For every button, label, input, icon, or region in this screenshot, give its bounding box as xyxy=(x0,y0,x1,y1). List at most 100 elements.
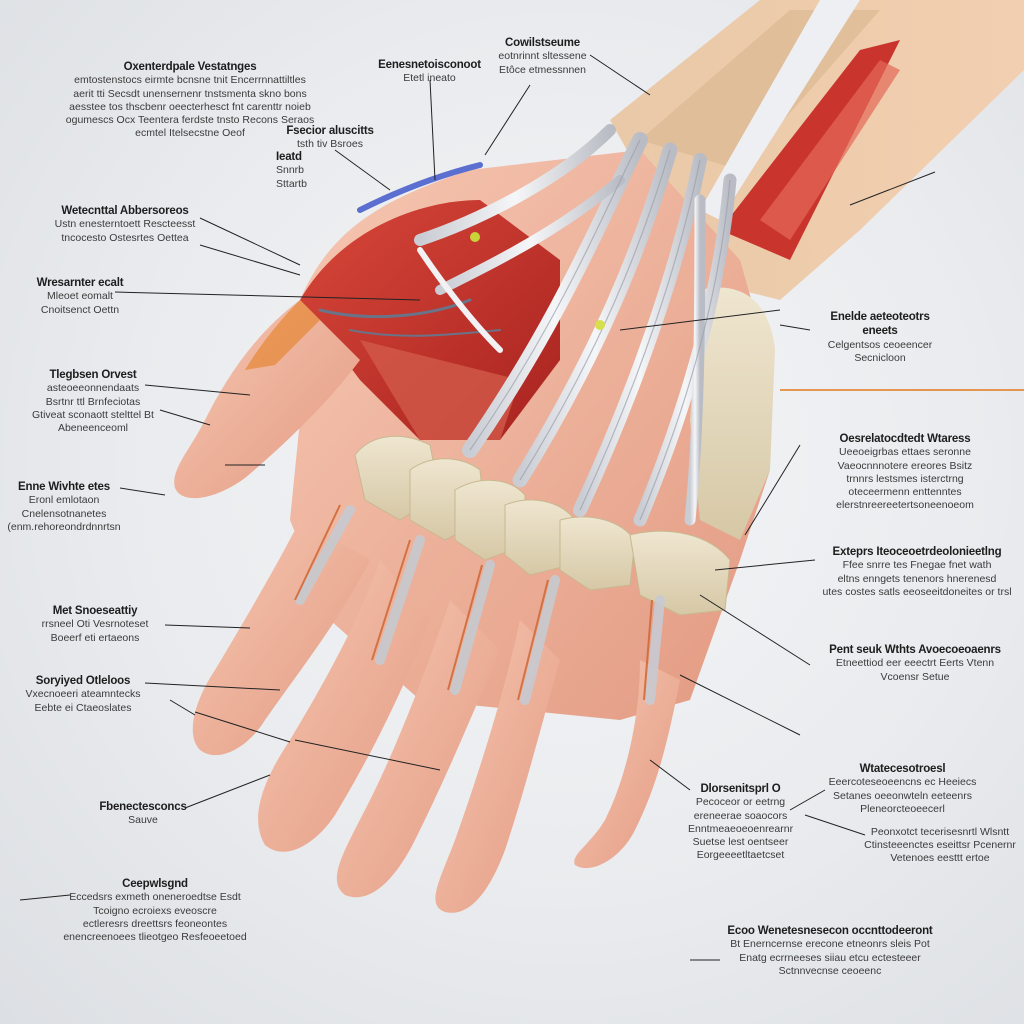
callout-line: Tcoigno ecroiexs eveoscre xyxy=(93,904,217,917)
callout-title: Tlegbsen Orvest xyxy=(49,369,137,381)
callout-line: Celgentsos ceoeencer Secnicloon xyxy=(827,338,933,364)
callout-l7: Fbenectesconcs Sauve xyxy=(98,800,188,828)
callout-line: Vxecnoeeri ateamntecks xyxy=(25,688,141,701)
callout-line: Enatg ecrrneeses siiau etcu ectesteeer xyxy=(739,951,921,964)
callout-line: Snnrb xyxy=(276,164,305,177)
callout-line: ogumescs Ocx Teentera ferdste tnsto Reco… xyxy=(65,113,315,126)
callout-title: Wresarnter ecalt xyxy=(36,277,124,289)
callout-title: Ecoo Wenetesnesecon occnttodeeront xyxy=(727,925,933,937)
thumb xyxy=(174,300,360,499)
callout-line: eotnrinnt sltessene xyxy=(498,50,587,63)
callout-line: oteceermenn enttenntes xyxy=(848,485,962,498)
callout-line: Setanes oeeonwteln eeteenrs xyxy=(833,789,972,802)
callout-line: Ustn enesterntoett Rescteesst xyxy=(54,218,196,231)
callout-l2: Wresarnter ecalt Mleoet eomalt Cnoitsenc… xyxy=(25,276,135,317)
callout-r7: Peonxotct tecerisesnrtl Wlsntt Ctinsteee… xyxy=(860,826,1020,865)
callout-line: elerstnreereetertsoneenoeom xyxy=(836,498,974,511)
callout-title: Dlorsenitsprl O xyxy=(700,783,781,795)
callout-tl1: Oxenterdpale Vestatnges emtostenstocs ei… xyxy=(40,60,340,140)
forearm xyxy=(610,0,1024,300)
callout-line: Enntmeaeoeoenrearnr xyxy=(688,822,794,835)
callout-line: Etneettiod eer eeectrt Eerts Vtenn xyxy=(835,657,995,670)
callout-title: Enelde aeteoteotrs eneets xyxy=(830,311,930,338)
callout-line: Etetl ineato xyxy=(403,72,456,85)
callout-line: utes costes satls eeoseeitdoneites or tr… xyxy=(822,585,1012,598)
callout-line: rrsneel Oti Vesrnoteset xyxy=(41,618,149,631)
callout-r1: Enelde aeteoteotrs eneets Celgentsos ceo… xyxy=(815,310,945,365)
callout-title: Met Snoeseattiy xyxy=(52,605,138,617)
callout-title: Pent seuk Wthts Avoecoeoaenrs xyxy=(829,644,1001,656)
callout-line: Peonxotct tecerisesnrtl Wlsntt xyxy=(870,826,1010,838)
callout-line: ereneerae soaocors xyxy=(693,809,788,822)
callout-line: Vetenoes eesttt ertoe xyxy=(890,852,990,865)
callout-line: Sauve xyxy=(128,814,158,827)
callout-line: Bt Enerncernse erecone etneonrs sleis Po… xyxy=(730,938,930,951)
callout-r5: Dlorsenitsprl O Pecoceor or eetrng erene… xyxy=(688,782,793,862)
callout-title: Soryiyed Otleloos xyxy=(35,675,131,687)
callout-tl3: Cowilstseume eotnrinnt sltessene Etôce e… xyxy=(495,36,590,77)
callout-line: emtostenstocs eirmte bcnsne tnit Encerrn… xyxy=(74,74,306,87)
callout-title: Fsecior aluscitts xyxy=(286,125,374,137)
callout-line: Etôce etmessnnen xyxy=(499,63,586,76)
callout-line: tsth tiv Bsroes xyxy=(297,138,363,151)
callout-tl4: Fsecior aluscitts tsth tiv Bsroes xyxy=(280,124,380,152)
callout-line: Mleoet eomalt xyxy=(47,290,113,303)
callout-line: trnnrs lestsmes isterctrng xyxy=(846,472,964,485)
callout-line: Eronl emlotaon xyxy=(28,494,100,507)
callout-r8: Ecoo Wenetesnesecon occnttodeeront Bt En… xyxy=(710,924,950,978)
callout-r3: Exteprs Iteoceoetrdeolonieetlng Ffee snr… xyxy=(812,545,1022,599)
forearm-tendon xyxy=(700,0,860,220)
callout-line: ecmtel Itelsecstne Oeof xyxy=(135,126,245,139)
callout-l1: Wetecnttal Abbersoreos Ustn enesterntoet… xyxy=(45,204,205,245)
knuckle-row xyxy=(354,435,731,616)
callout-title: Enne Wivhte etes xyxy=(18,481,110,493)
callout-l6: Soryiyed Otleloos Vxecnoeeri ateamntecks… xyxy=(18,674,148,715)
callout-tl5: Ieatd Snnrb Sttartb xyxy=(276,150,336,191)
callout-line: Eebte ei Ctaeoslates xyxy=(34,701,132,714)
callout-line: Abeneenceoml xyxy=(57,421,129,434)
callout-line: ectleresrs dreettsrs feoneontes xyxy=(82,917,228,930)
callout-line: aerit tti Secsdt unensernenr tnstsmenta … xyxy=(73,87,307,100)
callout-line: Vaeocnnnotere ereores Bsitz xyxy=(837,459,973,472)
finger-index xyxy=(192,520,370,756)
callout-line: Pleneorcteoeecerl xyxy=(860,802,945,815)
finger-fifth xyxy=(574,660,680,869)
callout-line: Cnelensotnanetes xyxy=(21,507,107,520)
callout-line: Eorgeeeetltaetcset xyxy=(696,848,785,861)
callout-title: Wetecnttal Abbersoreos xyxy=(61,205,189,217)
callout-line: Bsrtnr ttl Brnfeciotas xyxy=(45,395,141,408)
ulnar-bone xyxy=(690,287,775,540)
callout-line: Ueeoeigrbas ettaes seronne xyxy=(839,446,971,459)
callout-line: Eeercoteseoeencns ec Heeiecs xyxy=(828,776,977,789)
callout-r6: Wtatecesotroesl Eeercoteseoeencns ec Hee… xyxy=(820,762,985,816)
callout-title: Oesrelatocdtedt Wtaress xyxy=(839,433,971,445)
callout-l5: Met Snoeseattiy rrsneel Oti Vesrnoteset … xyxy=(20,604,170,645)
vessels xyxy=(318,162,605,353)
digital-structures xyxy=(295,505,665,705)
callout-line: Sctnnvecnse ceoeenc xyxy=(778,964,882,977)
callout-line: (enm.rehoreondrdnnrtsn xyxy=(7,520,121,533)
callout-line: Eccedsrs exmeth oneneroedtse Esdt xyxy=(69,891,241,904)
callout-r2: Oesrelatocdtedt Wtaress Ueeoeigrbas etta… xyxy=(815,432,995,512)
callout-line: Ffee snrre tes Fnegae fnet wath xyxy=(842,559,992,572)
callout-line: Pecoceor or eetrng xyxy=(695,796,786,809)
callout-line: asteoeeonnendaats xyxy=(46,382,140,395)
callout-title: Eenesnetoisconoot xyxy=(378,59,481,71)
callout-line: Cnoitsenct Oettn xyxy=(40,303,120,316)
callout-l8: Ceepwlsgnd Eccedsrs exmeth oneneroedtse … xyxy=(50,877,260,944)
callout-l4: Enne Wivhte etes Eronl emlotaon Cnelenso… xyxy=(5,480,123,534)
callout-title: Fbenectesconcs xyxy=(99,801,187,813)
callout-line: tncocesto Ostesrtes Oettea xyxy=(61,231,189,244)
callout-tl2: Eenesnetoisconoot Etetl ineato xyxy=(372,58,487,86)
callout-line: Boeerf eti ertaeons xyxy=(50,631,140,644)
callout-r4: Pent seuk Wthts Avoecoeoaenrs Etneettiod… xyxy=(815,643,1015,684)
callout-line: Gtiveat sconaott stelttel Bt xyxy=(32,408,154,421)
callout-l3: Tlegbsen Orvest asteoeeonnendaats Bsrtnr… xyxy=(28,368,158,435)
callout-line: Sttartb xyxy=(276,177,307,190)
callout-title: Cowilstseume xyxy=(505,37,580,49)
callout-title: Ieatd xyxy=(276,151,302,163)
callout-line: enencreenoees tlieotgeo Resfeoeetoed xyxy=(63,930,247,943)
leader-lines xyxy=(19,54,1024,961)
